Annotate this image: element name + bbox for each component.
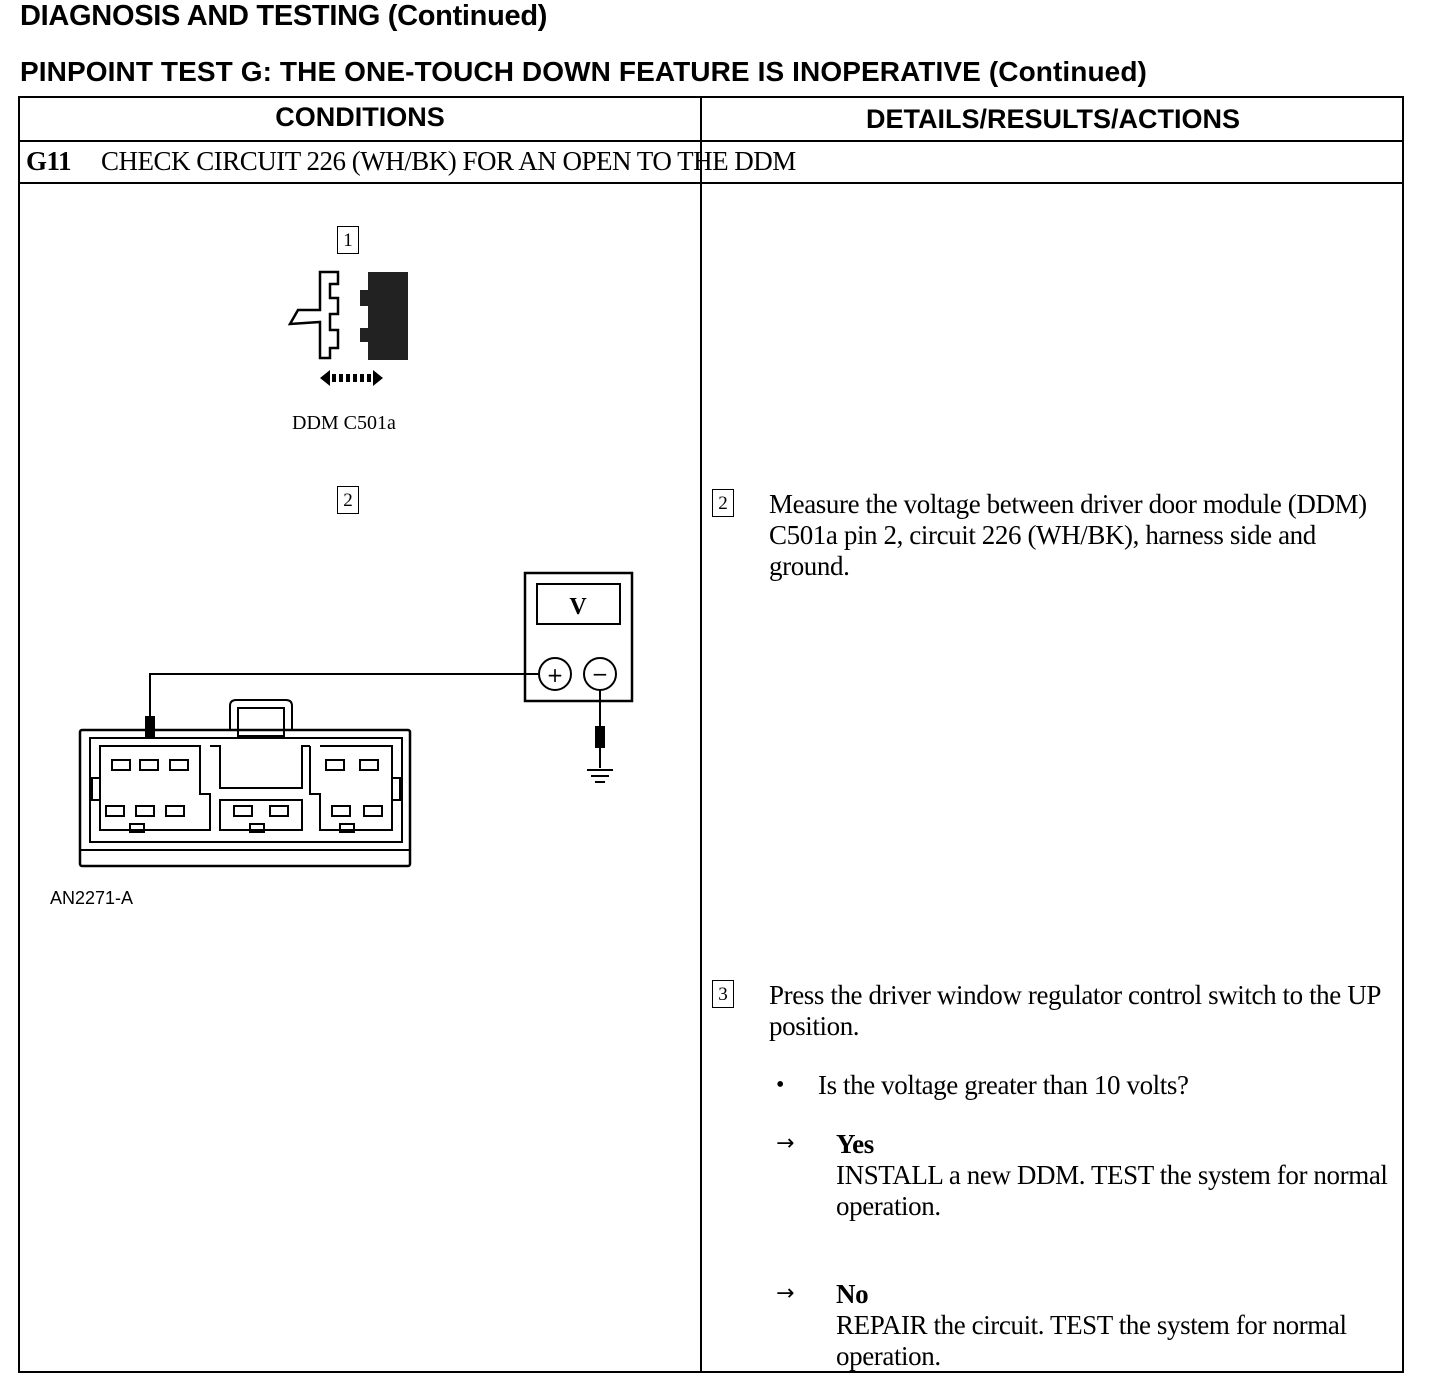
step-3-question: Is the voltage greater than 10 volts?: [818, 1070, 1189, 1100]
ground-symbol-icon: [587, 748, 613, 783]
negative-probe-tip: [595, 726, 605, 748]
step-number: G11: [26, 146, 72, 176]
figure-id: AN2271-A: [50, 888, 134, 908]
positive-probe-tip: [145, 716, 155, 738]
connector-caption: DDM C501a: [292, 412, 396, 434]
meter-minus-terminal: −: [592, 662, 609, 686]
yes-action: INSTALL a new DDM. TEST the system for n…: [836, 1160, 1388, 1221]
pinpoint-test-table: CONDITIONS DETAILS/RESULTS/ACTIONS G11 CH…: [18, 96, 1404, 1373]
positive-test-lead: [149, 673, 539, 718]
meter-display-label: V: [569, 594, 587, 620]
header-row-divider: [20, 140, 1402, 142]
step-heading: G11 CHECK CIRCUIT 226 (WH/BK) FOR AN OPEN…: [26, 146, 796, 177]
column-header-conditions: CONDITIONS: [275, 102, 445, 132]
yes-label: Yes: [836, 1129, 874, 1159]
step-2-instruction: Measure the voltage between driver door …: [769, 489, 1367, 581]
no-label: No: [836, 1279, 869, 1309]
meter-plus-terminal: +: [547, 663, 564, 687]
step-3-number-box: 3: [712, 980, 734, 1008]
page-title: DIAGNOSIS AND TESTING (Continued): [20, 0, 548, 32]
step-row-divider: [20, 182, 1402, 184]
step-title: CHECK CIRCUIT 226 (WH/BK) FOR AN OPEN TO…: [101, 146, 796, 176]
figure-step-label-2: 2: [337, 486, 359, 514]
connector-disconnect-diagram: [287, 270, 408, 386]
no-arrow-icon: →: [776, 1281, 795, 1306]
bullet-icon: •: [776, 1072, 785, 1098]
pinpoint-test-title: PINPOINT TEST G: THE ONE-TOUCH DOWN FEAT…: [20, 56, 1147, 87]
step-2-number-box: 2: [712, 489, 734, 517]
no-action: REPAIR the circuit. TEST the system for …: [836, 1310, 1347, 1371]
column-header-details: DETAILS/RESULTS/ACTIONS: [865, 104, 1240, 134]
disconnect-arrow-icon: [320, 370, 383, 386]
connector-half-module: [360, 272, 408, 360]
step-3-instruction: Press the driver window regulator contro…: [769, 980, 1380, 1041]
connector-half-harness: [287, 270, 340, 360]
yes-arrow-icon: →: [776, 1131, 795, 1156]
column-divider: [700, 98, 702, 1371]
ddm-connector-c501a: [78, 699, 412, 868]
figure-step-label-1: 1: [337, 226, 359, 254]
voltage-measurement-diagram: V + −: [78, 571, 634, 868]
multimeter: V + −: [523, 571, 634, 703]
